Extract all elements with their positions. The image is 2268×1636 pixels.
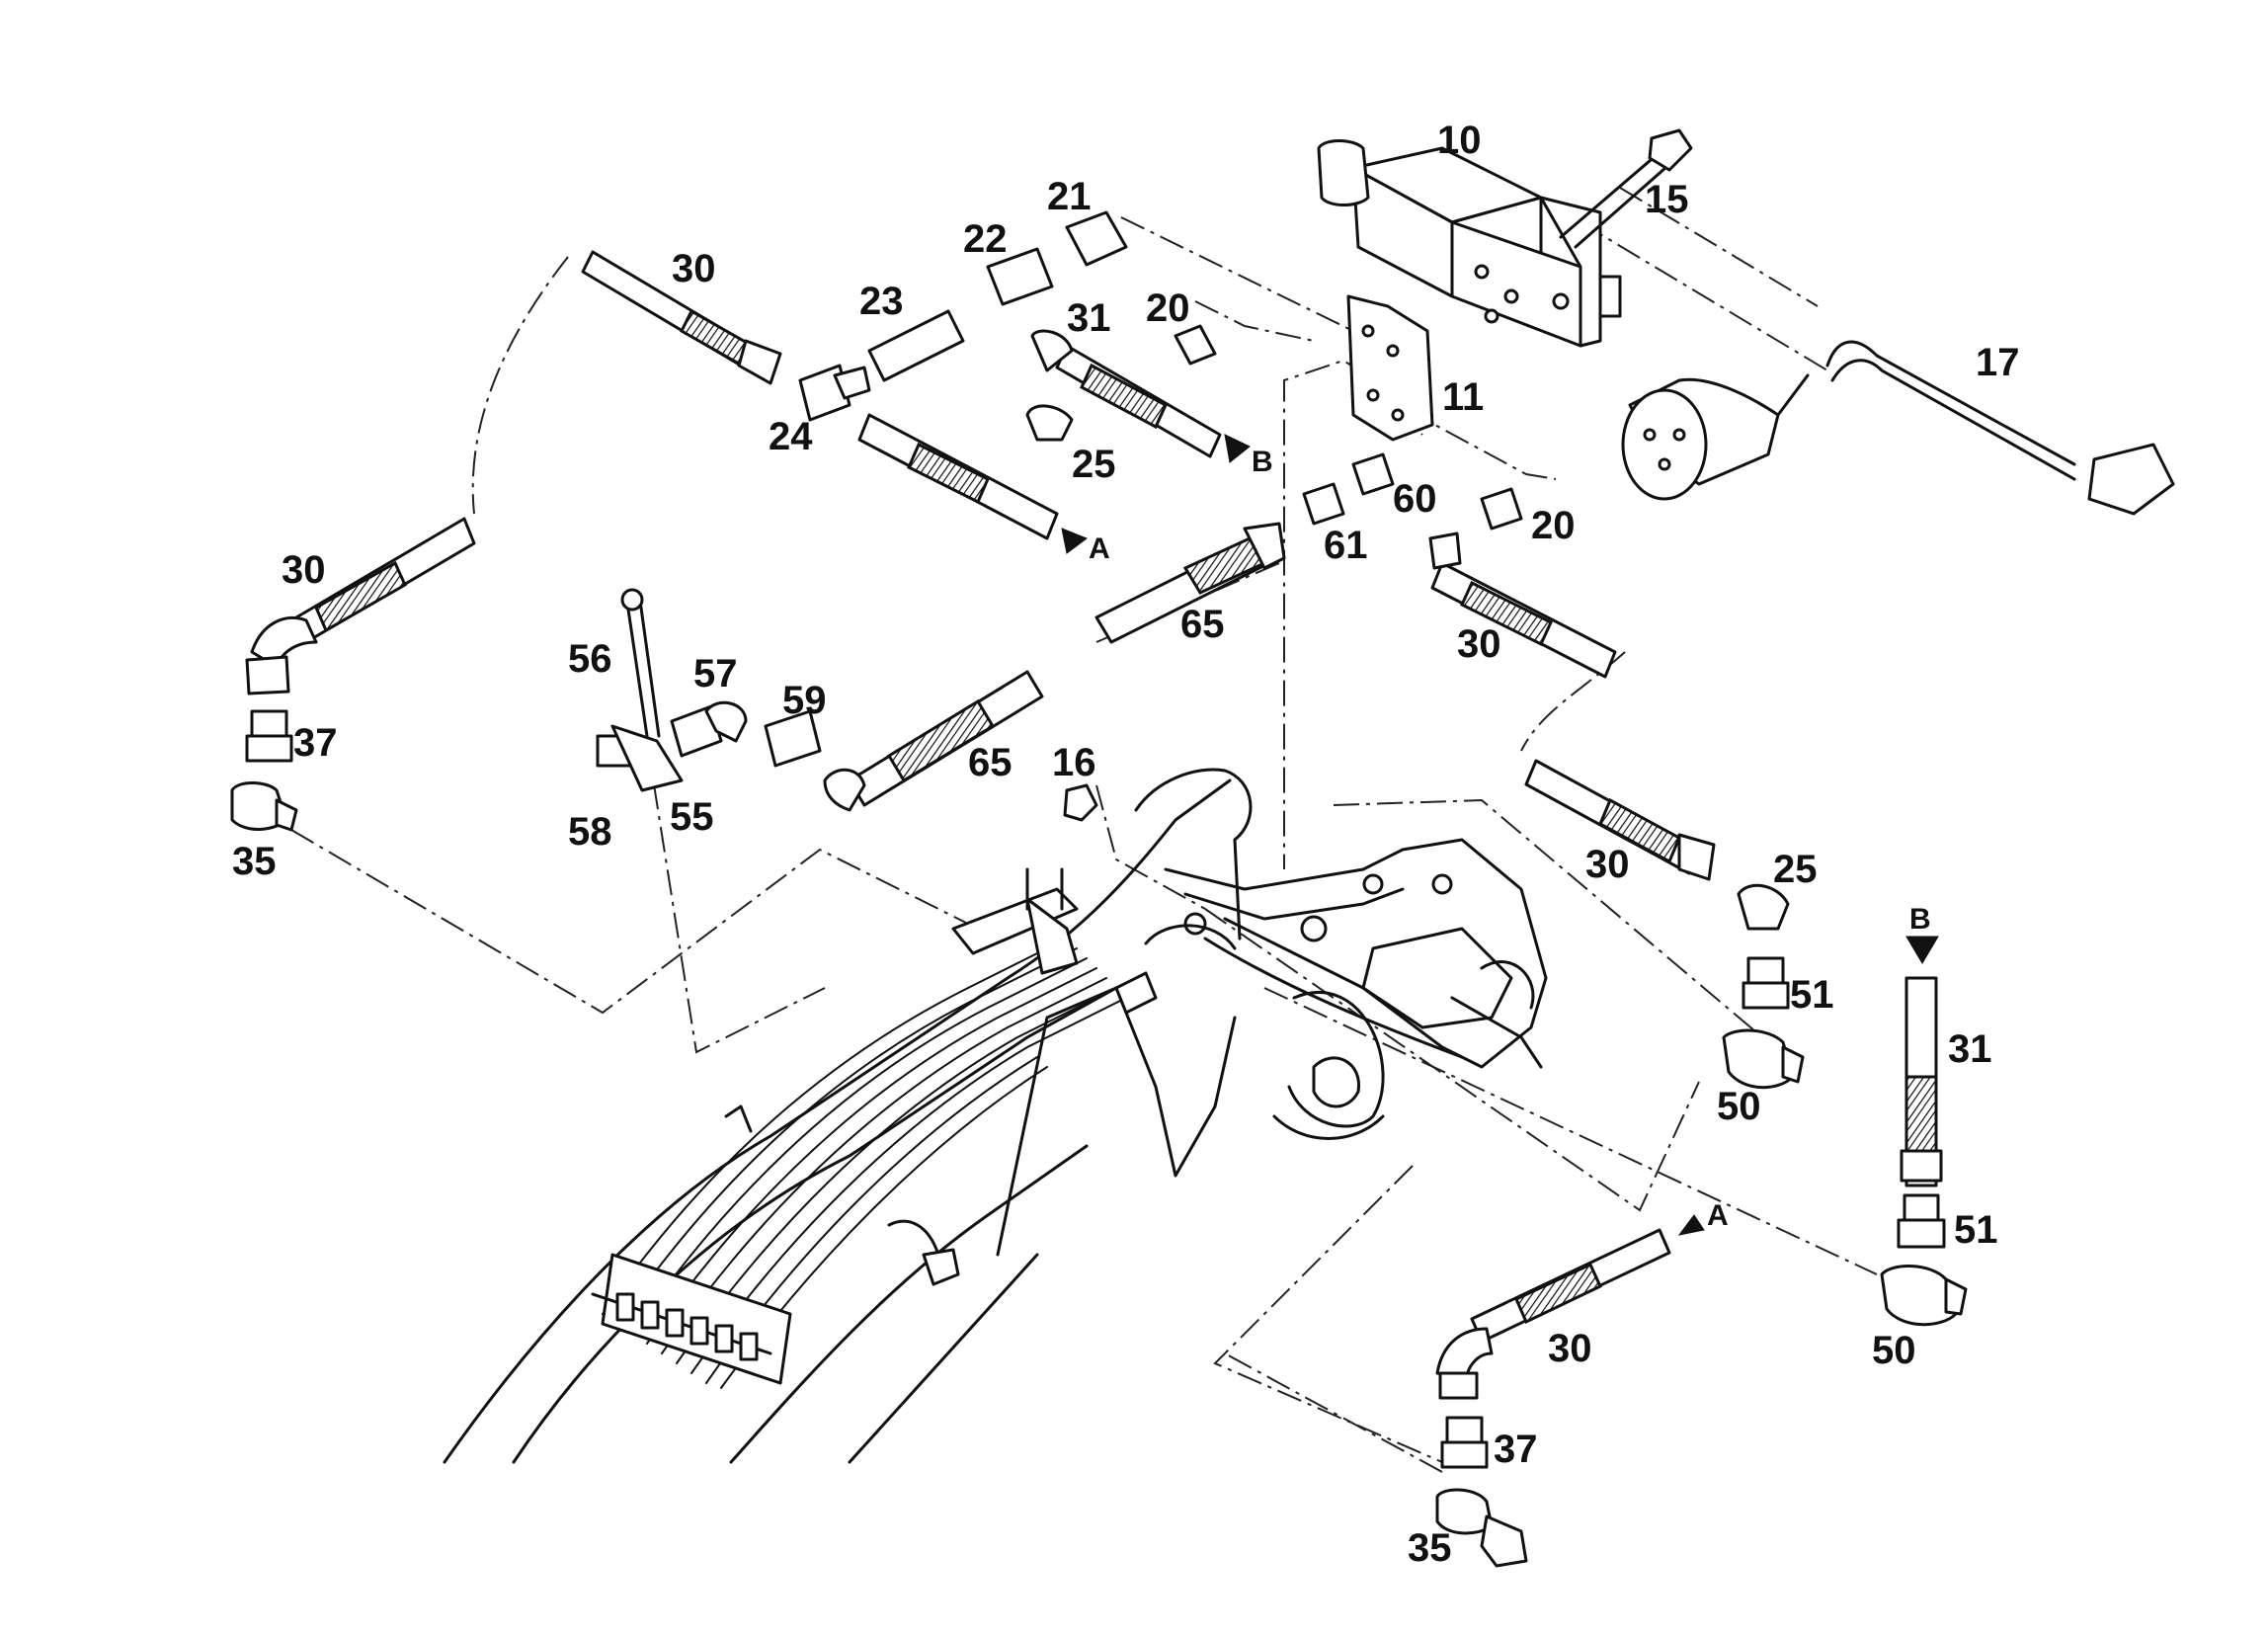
flow-label-b-right: B bbox=[1909, 903, 1931, 936]
callout-15: 15 bbox=[1645, 178, 1689, 221]
bolt bbox=[1559, 128, 1693, 249]
hoses bbox=[245, 250, 1943, 1400]
callout-51-lower: 51 bbox=[1954, 1208, 1998, 1252]
callout-20-top: 20 bbox=[1146, 286, 1190, 330]
callout-30-bottom: 30 bbox=[1548, 1327, 1592, 1370]
callout-60: 60 bbox=[1393, 477, 1437, 521]
flow-label-a-bottom: A bbox=[1707, 1199, 1729, 1232]
boom-frame bbox=[443, 768, 1548, 1464]
callout-31-right: 31 bbox=[1948, 1027, 1992, 1071]
callout-10: 10 bbox=[1437, 119, 1482, 162]
callout-59: 59 bbox=[782, 679, 827, 722]
callout-37-bottom: 37 bbox=[1494, 1428, 1538, 1471]
callout-57: 57 bbox=[693, 652, 738, 695]
callout-23: 23 bbox=[859, 280, 904, 323]
callout-25-right: 25 bbox=[1773, 848, 1818, 891]
flow-label-a-top: A bbox=[1089, 532, 1110, 565]
mounting-plate bbox=[1346, 294, 1434, 442]
fittings bbox=[230, 210, 1968, 1568]
callout-24: 24 bbox=[769, 415, 813, 458]
callout-30-right-lower: 30 bbox=[1585, 843, 1630, 886]
callout-37-left: 37 bbox=[293, 721, 338, 765]
flow-markers: A B A B bbox=[1061, 434, 1939, 1236]
callout-25-top: 25 bbox=[1072, 443, 1116, 486]
callout-50-upper: 50 bbox=[1717, 1085, 1761, 1128]
callout-65-upper: 65 bbox=[1180, 603, 1225, 646]
callout-20-right: 20 bbox=[1531, 504, 1576, 547]
callout-17: 17 bbox=[1976, 341, 2020, 384]
callout-35-bottom: 35 bbox=[1408, 1526, 1452, 1570]
callout-11: 11 bbox=[1442, 375, 1484, 419]
callout-labels: 10 15 21 22 30 23 31 20 11 17 24 25 60 2… bbox=[232, 119, 2020, 1570]
plug-cable bbox=[1621, 340, 2175, 516]
callout-30-top: 30 bbox=[672, 247, 716, 290]
callout-30-left: 30 bbox=[282, 548, 326, 592]
solenoid-valve bbox=[1317, 139, 1622, 348]
callout-65-lower: 65 bbox=[968, 741, 1012, 784]
arrow-a-bottom bbox=[1677, 1214, 1705, 1236]
callout-51-upper: 51 bbox=[1790, 973, 1834, 1017]
arrow-b-top bbox=[1224, 434, 1251, 463]
callout-16: 16 bbox=[1052, 741, 1096, 784]
callout-58: 58 bbox=[568, 810, 612, 854]
callout-55: 55 bbox=[670, 795, 714, 839]
leader-lines bbox=[290, 187, 1878, 1473]
callout-21: 21 bbox=[1047, 175, 1092, 218]
callout-50-lower: 50 bbox=[1872, 1329, 1916, 1372]
callout-61: 61 bbox=[1324, 524, 1368, 567]
callout-35-left: 35 bbox=[232, 840, 277, 883]
arrow-a-top bbox=[1061, 528, 1089, 554]
flow-label-b-top: B bbox=[1252, 446, 1273, 478]
callout-31-top: 31 bbox=[1067, 296, 1111, 340]
manifold-ports bbox=[615, 1292, 759, 1361]
callout-30-right-upper: 30 bbox=[1457, 622, 1501, 666]
callout-56: 56 bbox=[568, 637, 612, 681]
arrow-b-right bbox=[1905, 936, 1939, 964]
hose-bundle bbox=[591, 867, 1237, 1389]
callout-22: 22 bbox=[963, 217, 1008, 261]
